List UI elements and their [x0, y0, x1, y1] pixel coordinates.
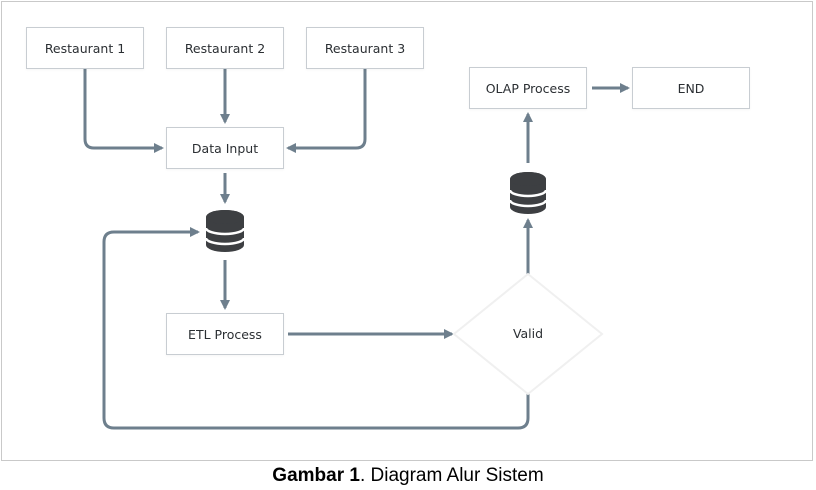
node-label: OLAP Process — [485, 80, 571, 96]
node-olap-process: OLAP Process — [469, 67, 587, 109]
node-etl-process: ETL Process — [166, 313, 284, 355]
node-end: END — [632, 67, 750, 109]
node-restaurant-2: Restaurant 2 — [166, 27, 284, 69]
flow-diagram — [83, 69, 630, 430]
valid-decision-label: Valid — [512, 326, 544, 341]
arrow-restaurant1-to-data-input — [83, 69, 164, 153]
node-label: END — [677, 80, 705, 96]
node-label: ETL Process — [188, 326, 262, 342]
node-label: Restaurant 2 — [184, 40, 266, 56]
arrow-valid-loop-to-database — [102, 227, 530, 430]
figure-caption: Gambar 1. Diagram Alur Sistem — [0, 465, 816, 487]
node-data-input: Data Input — [166, 127, 284, 169]
node-restaurant-3: Restaurant 3 — [306, 27, 424, 69]
database-icon — [204, 210, 246, 252]
database-icon — [508, 172, 548, 214]
node-label: Restaurant 3 — [324, 40, 406, 56]
node-label: Data Input — [191, 140, 259, 156]
caption-text: . Diagram Alur Sistem — [359, 465, 544, 486]
arrow-restaurant3-to-data-input — [286, 69, 367, 153]
node-label: Restaurant 1 — [44, 40, 126, 56]
valid-decision-diamond — [452, 272, 604, 396]
node-restaurant-1: Restaurant 1 — [26, 27, 144, 69]
caption-label: Gambar 1 — [272, 465, 360, 486]
